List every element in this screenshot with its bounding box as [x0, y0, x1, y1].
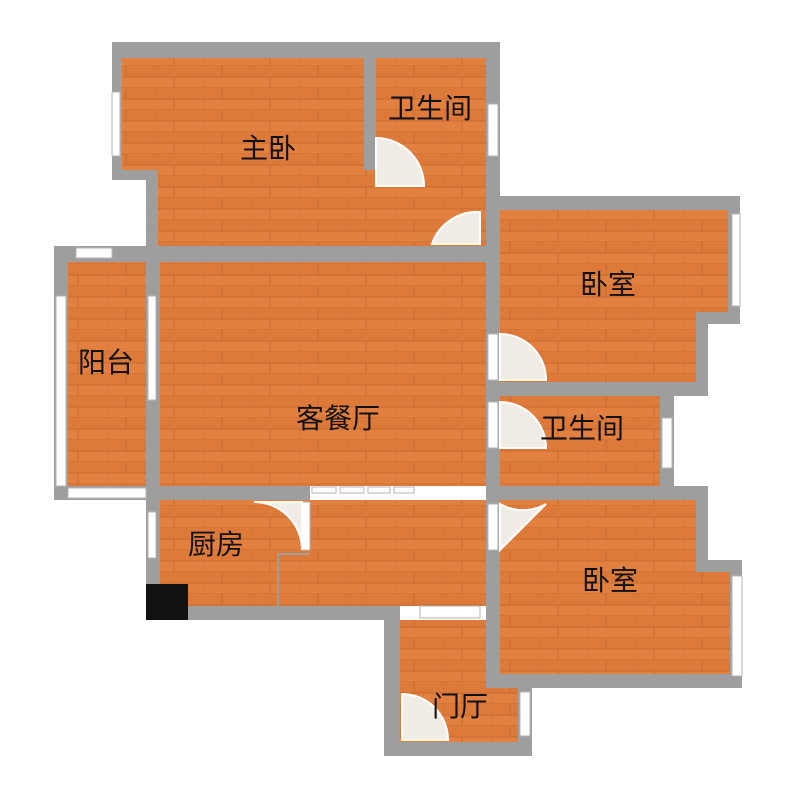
window-entrance-right — [519, 691, 531, 737]
opening-bedroom-2-door — [487, 503, 499, 551]
window-balcony-inner — [147, 295, 157, 401]
window-master-bathroom — [487, 103, 499, 157]
label-bathroom-2: 卫生间 — [540, 412, 624, 445]
kitchen-counter — [277, 553, 310, 606]
label-master-bathroom: 卫生间 — [388, 92, 472, 125]
room-labels: 主卧 卫生间 卧室 阳台 客餐厅 卫生间 厨房 卧室 门厅 — [78, 92, 638, 723]
floor-bedroom-2-right — [696, 572, 730, 674]
label-bedroom-2: 卧室 — [582, 564, 638, 597]
window-kitchen — [147, 511, 157, 559]
opening-bedroom-1-door — [487, 333, 499, 381]
opening-bathroom-2-door — [487, 401, 499, 449]
window-balcony-bottom — [67, 487, 147, 499]
floor-living-lower — [302, 500, 486, 606]
floor-entrance-right — [486, 688, 518, 742]
door-master-bedroom — [430, 210, 481, 245]
door-entrance — [401, 692, 450, 741]
window-entrance — [419, 605, 481, 619]
door-kitchen — [253, 501, 303, 551]
window-bedroom-2 — [731, 575, 743, 677]
window-bedroom-1 — [731, 213, 741, 307]
window-balcony-left — [55, 295, 67, 487]
floors — [68, 58, 730, 742]
label-kitchen: 厨房 — [188, 528, 244, 561]
door-bedroom-1 — [499, 332, 548, 381]
floor-balcony — [68, 262, 146, 486]
structural-column — [146, 584, 188, 620]
floor-bedroom-1 — [500, 210, 728, 312]
opening-kitchen-door — [301, 501, 311, 551]
label-entrance: 门厅 — [432, 690, 488, 723]
label-living-dining: 客餐厅 — [296, 402, 380, 435]
label-bedroom-1: 卧室 — [580, 268, 636, 301]
door-bathroom-2 — [499, 400, 548, 449]
label-master-bedroom: 主卧 — [240, 132, 296, 165]
door-swings — [253, 136, 548, 741]
window-master-bedroom — [111, 91, 121, 157]
label-balcony: 阳台 — [78, 346, 134, 379]
door-master-bathroom — [375, 136, 426, 187]
floor-living-dining — [160, 262, 486, 486]
sliding-partition — [311, 486, 415, 494]
window-balcony-top — [75, 247, 113, 259]
window-bathroom-2 — [661, 417, 673, 469]
door-bedroom-2 — [499, 502, 547, 553]
floor-bedroom-2 — [500, 500, 696, 674]
floor-master-bedroom — [122, 58, 364, 170]
